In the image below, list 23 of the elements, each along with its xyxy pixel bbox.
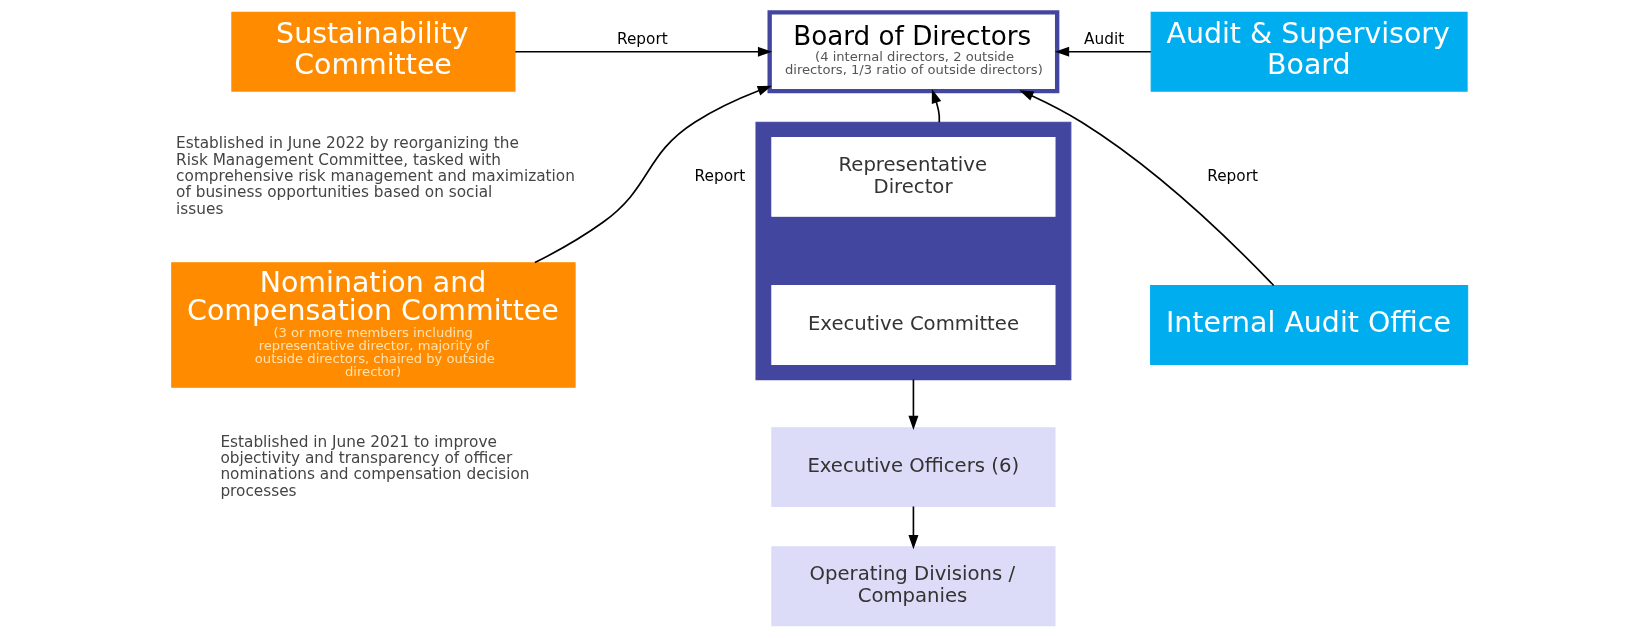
arrow [907,505,918,550]
arrow [907,378,918,431]
arrow [931,89,941,124]
node-label: Established in June 2021 to improve objectivity and transparency of officer nominations and compensation decision processes [219,432,529,500]
node-box: Board of Directors (4 internal directors, 2 outside directors, 1/3 ratio of outside directors) [767,10,1059,94]
node-box: Executive Officers (6) [770,427,1056,507]
node-box: Executive Committee [770,285,1056,365]
node-box: Nomination and Compensation Committee (3 or more members including representative director, majority of outside directors, chaired by outside director) [170,262,576,388]
arrow [1054,46,1152,57]
node-box: Representative Director [770,137,1056,217]
node-box: Internal Audit Office [1149,285,1468,365]
cluster [754,121,1071,381]
edge-label: Report [1206,166,1258,185]
arrow [533,85,772,264]
edge-label: Report [694,166,745,185]
node-box: Audit & Supervisory Board [1150,11,1468,92]
edge-label: Audit [1083,30,1124,49]
node-label: Established in June 2022 by reorganizing the Risk Management Committee, tasked with comprehensive risk management and maximization of business opportunities based on social issues [175,134,575,218]
arrow [1018,90,1274,287]
node-box: Operating Divisions / Companies [770,546,1056,627]
edge-label: Report [616,30,668,49]
arrow [513,46,772,57]
node-box: Sustainability Committee [230,11,516,92]
